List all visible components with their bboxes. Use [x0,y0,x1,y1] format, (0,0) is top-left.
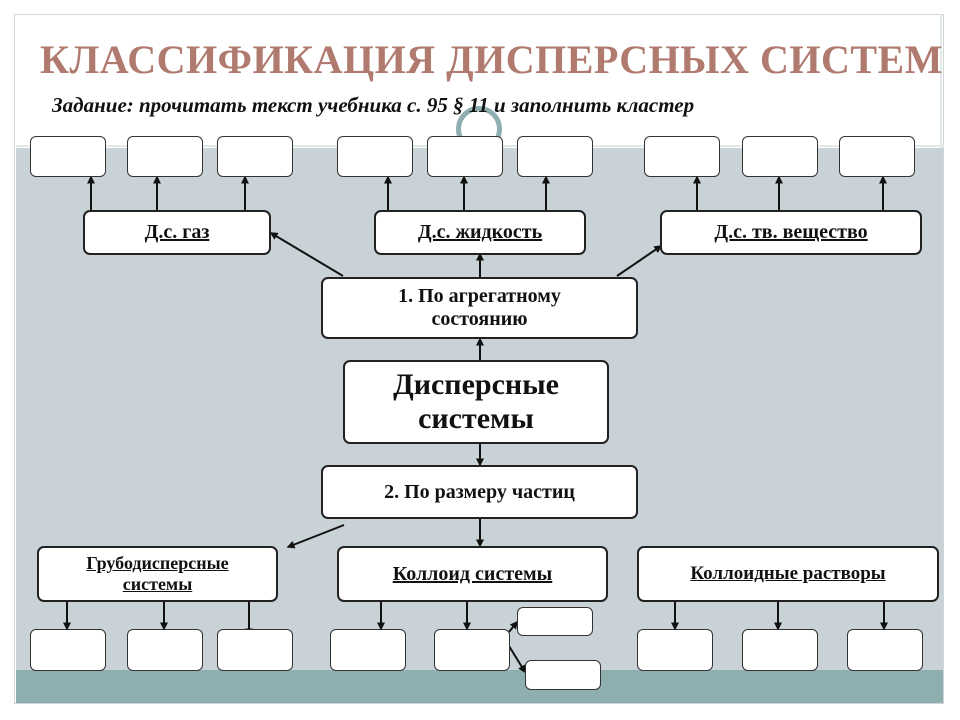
blank-box-gas-3[interactable] [217,136,293,177]
blank-box-coarse-2[interactable] [127,629,203,671]
blank-box-colloid-small-1[interactable] [517,607,593,636]
blank-box-solutions-1[interactable] [637,629,713,671]
arrow-state-to-solid [616,245,663,277]
blank-box-liquid-2[interactable] [427,136,503,177]
arrow-state-to-gas [269,232,344,277]
header-side-line [940,14,942,148]
center-box: Дисперсные системы [343,360,609,444]
branch-particle-size-box: 2. По размеру частиц [321,465,638,519]
blank-box-colloid-1[interactable] [330,629,406,671]
state-liquid-box: Д.с. жидкость [374,210,586,255]
blank-box-colloid-small-2[interactable] [525,660,601,690]
blank-box-solid-1[interactable] [644,136,720,177]
task-text: Задание: прочитать текст учебника с. 95 … [52,93,695,117]
size-solutions-box: Коллоидные растворы [637,546,939,602]
size-coarse-box: Грубодисперсные системы [37,546,278,602]
blank-box-solutions-2[interactable] [742,629,818,671]
state-solid-box: Д.с. тв. вещество [660,210,922,255]
state-gas-box: Д.с. газ [83,210,271,255]
size-colloid-box: Коллоид системы [337,546,608,602]
blank-box-solid-3[interactable] [839,136,915,177]
blank-box-coarse-1[interactable] [30,629,106,671]
blank-box-solutions-3[interactable] [847,629,923,671]
blank-box-solid-2[interactable] [742,136,818,177]
blank-box-liquid-1[interactable] [337,136,413,177]
slide-title: КЛАССИФИКАЦИЯ ДИСПЕРСНЫХ СИСТЕМ [40,37,943,82]
arrow-colloid-to-small-1 [508,620,518,633]
blank-box-gas-1[interactable] [30,136,106,177]
blank-box-gas-2[interactable] [127,136,203,177]
branch-aggregate-state-box: 1. По агрегатному состоянию [321,277,638,339]
blank-box-coarse-3[interactable] [217,629,293,671]
bottom-band [16,670,944,704]
arrow-size-to-coarse [286,524,345,549]
slide-frame [14,14,944,704]
arrow-colloid-to-small-2 [508,645,526,674]
blank-box-liquid-3[interactable] [517,136,593,177]
blank-box-colloid-2[interactable] [434,629,510,671]
